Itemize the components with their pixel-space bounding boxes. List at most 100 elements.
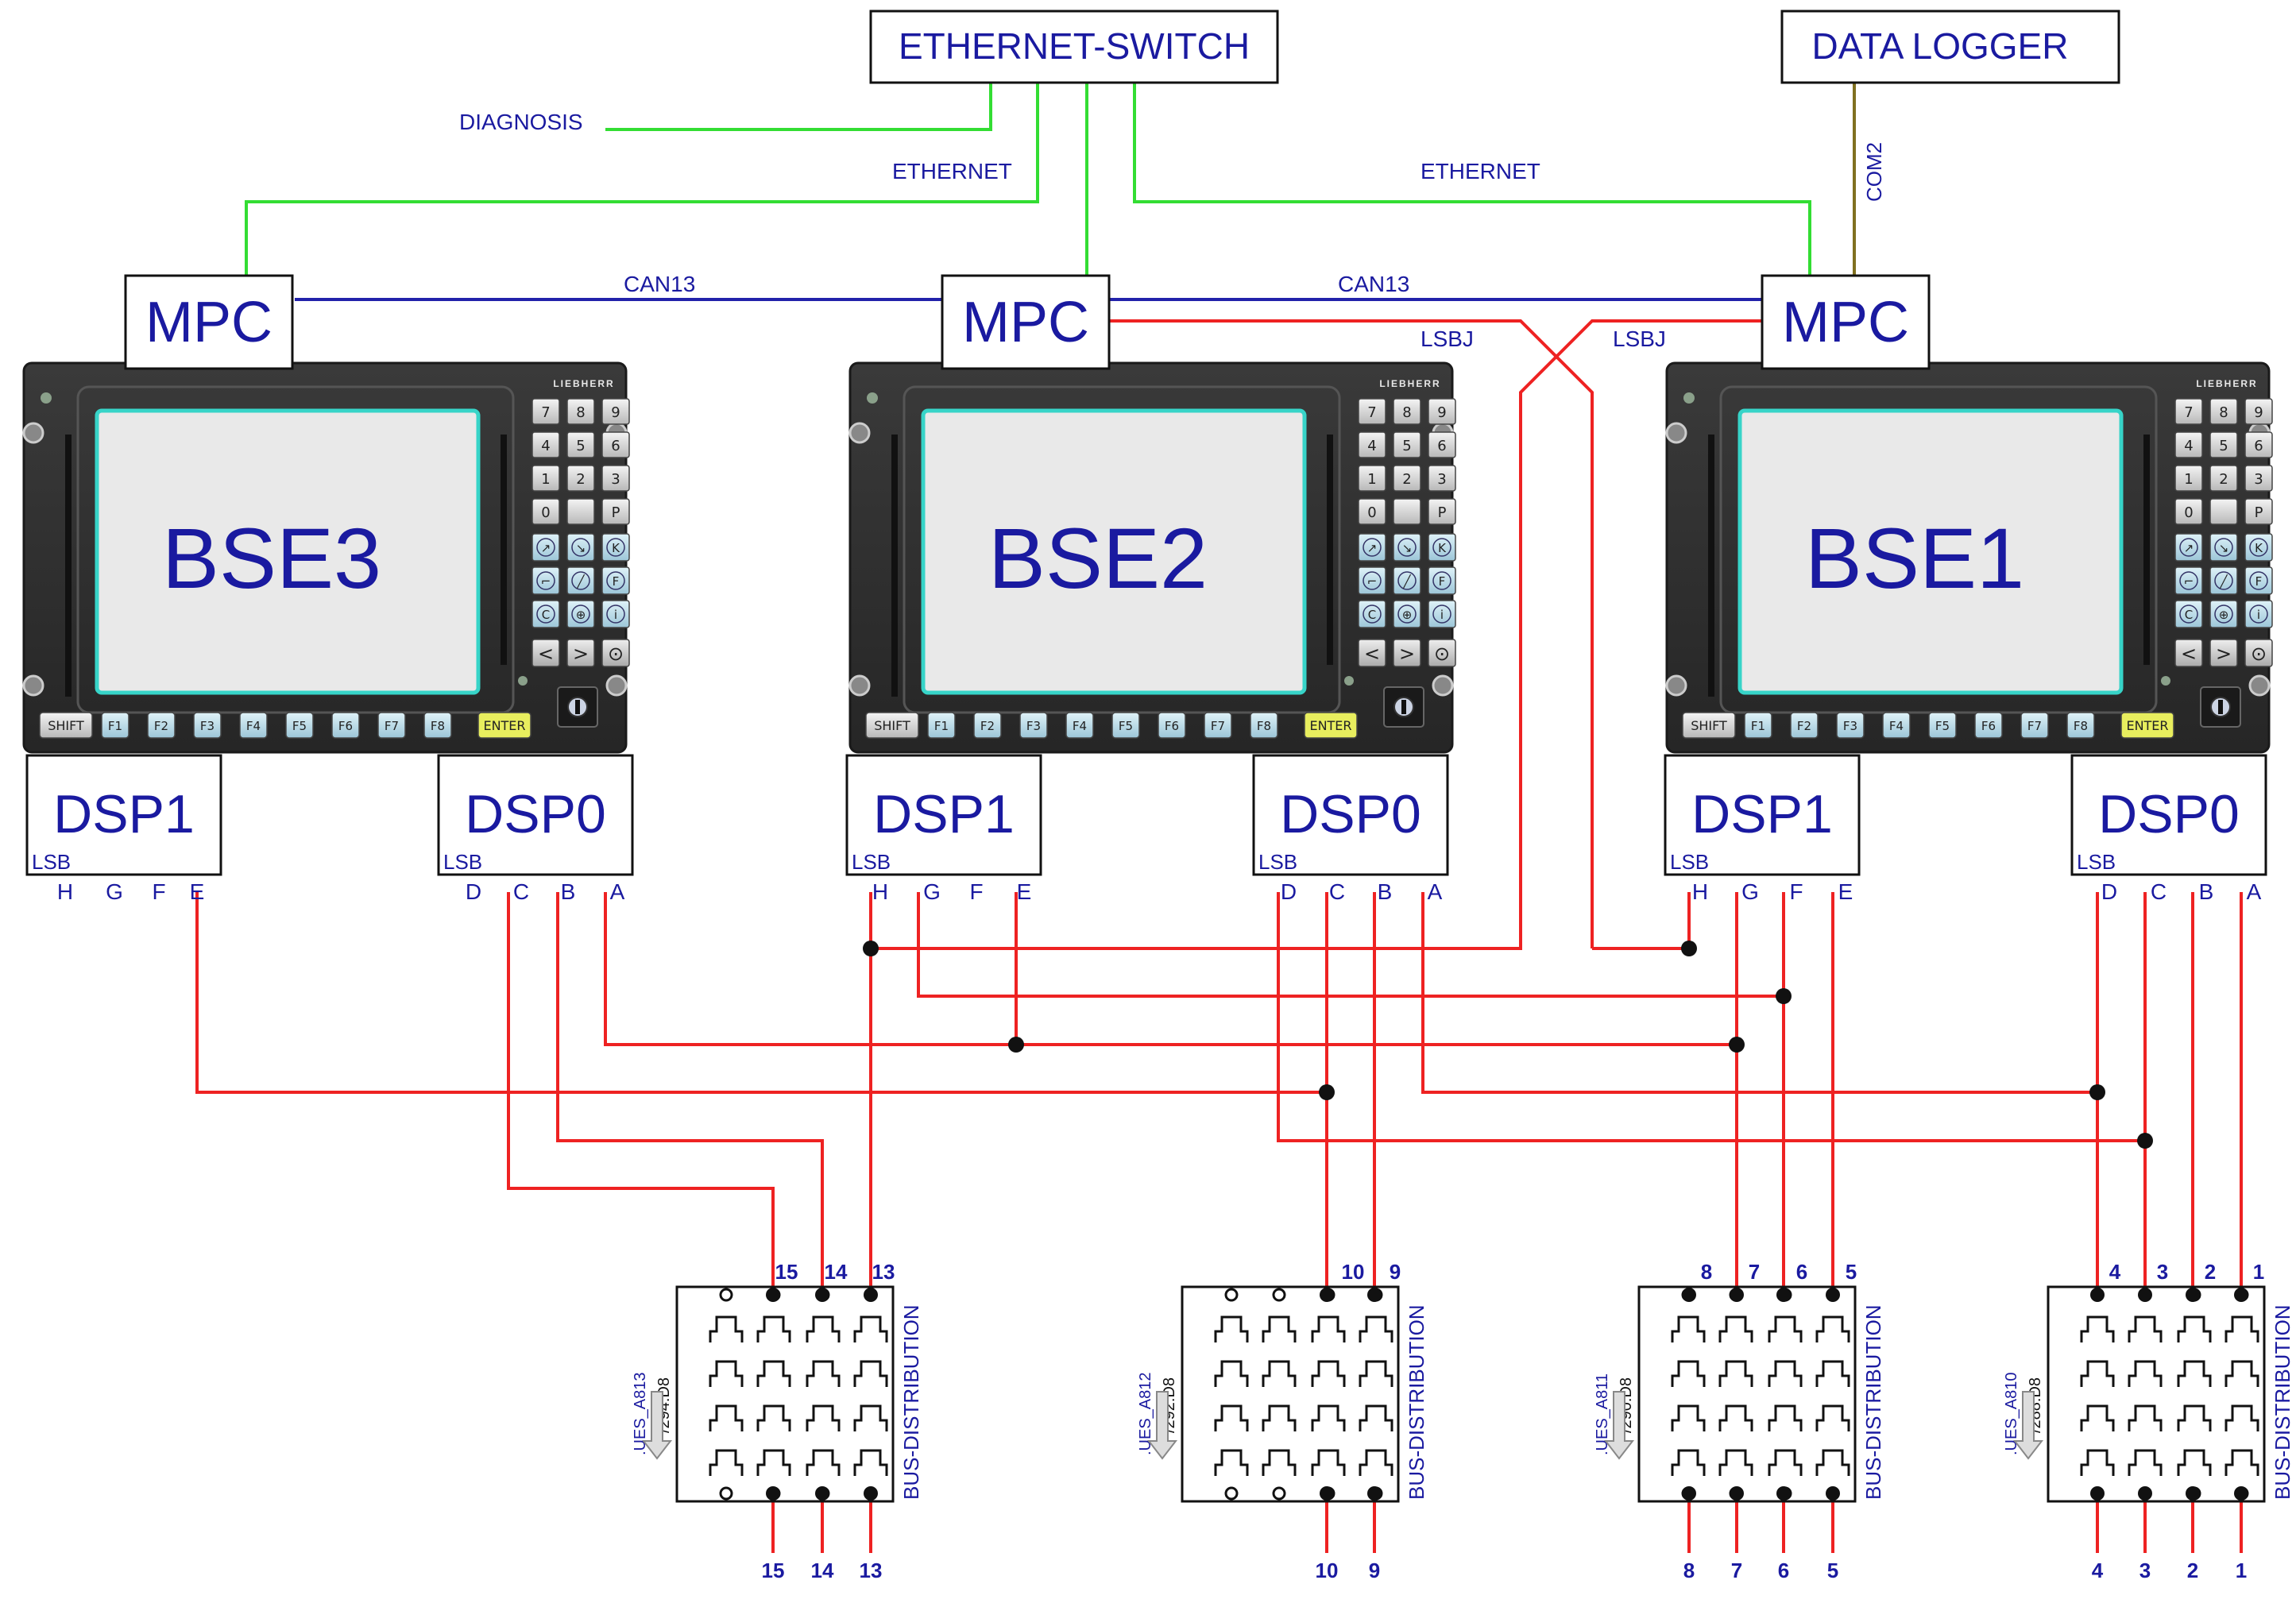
function-key-ring [1432,605,1451,624]
numpad-key [2209,465,2238,492]
function-key-ring [2249,605,2268,624]
function-key [601,566,630,595]
function-key-glyph: ↗ [2184,541,2194,555]
wire-d-bse2 [1277,892,2145,1142]
mount-knob [22,674,44,697]
right-slot [2143,435,2150,665]
distribution-top-pin: 9 [1390,1260,1401,1284]
top-junction-dot [1776,1288,1791,1302]
left-slot [1708,435,1714,697]
function-key-glyph: ⊕ [576,608,586,622]
function-key-ring [571,571,590,590]
dsp-sub-label: LSB [852,850,891,874]
terminal-top [719,1288,733,1302]
fn-key [1790,712,1819,739]
connector-symbol [1359,1360,1393,1387]
arrow-key [566,639,595,667]
top-junction-dot [2234,1288,2248,1302]
distribution-bottom-pin: 7 [1731,1559,1742,1582]
fn-key [973,712,1002,739]
function-key-glyph: K [612,541,620,555]
fn-key [377,712,406,739]
distribution-bottom-pin: 13 [860,1559,883,1582]
mount-knob [22,422,44,444]
numpad-key [566,398,595,425]
function-key-ring [571,605,590,624]
dsp-pin-label: C [1329,879,1345,904]
connector-symbol [1718,1315,1753,1342]
distribution-bottom-pin: 10 [1316,1559,1339,1582]
numpad-key-label: 0 [1367,504,1376,521]
dsp-pin-label: A [2247,879,2262,904]
mount-knob [605,674,628,697]
function-key-glyph: ⊕ [2219,608,2229,622]
dsp-sub-label: LSB [443,850,482,874]
numpad-key-label: 8 [2219,404,2228,421]
distribution-top-pin: 6 [1796,1260,1807,1284]
function-key-glyph: ↗ [1367,541,1378,555]
display-label: BSE3 [162,510,381,606]
bottom-junction-dot [864,1486,878,1501]
numpad-key [601,398,630,425]
junction-dot [2089,1084,2105,1100]
connector-symbol [2177,1404,2212,1431]
fn-key [477,712,531,739]
connector-symbol [1768,1360,1803,1387]
numpad-key-label: 6 [1437,438,1446,454]
numpad-key-label: 0 [541,504,550,521]
fn-key [1065,712,1094,739]
function-key [531,600,560,628]
function-key [1428,566,1456,595]
key-switch-slot [575,700,580,714]
arrow-key [1358,639,1386,667]
numpad-key [531,465,560,492]
arrow-key [2244,639,2273,667]
connector-symbol [1214,1315,1249,1342]
function-key [1358,533,1386,562]
arrow-key [601,639,630,667]
function-key-glyph: ⌐ [2184,574,2194,589]
fn-key [1158,712,1186,739]
fn-key [423,712,452,739]
distribution-bottom-pin: 5 [1827,1559,1838,1582]
fn-key-label: F5 [1119,719,1133,733]
dsp-pin-label: C [2151,879,2167,904]
brand-logo: LIEBHERR [2196,378,2257,389]
display-label: BSE2 [988,510,1208,606]
data-logger: DATA LOGGER [1780,10,2120,84]
indicator-led [2161,676,2170,686]
dsp-label: DSP1 [873,784,1015,844]
numpad-key-label: 4 [541,438,550,454]
bottom-junction-dot [1776,1486,1791,1501]
function-key-ring [2179,605,2198,624]
fn-key-label: F7 [1211,719,1225,733]
function-key-ring [2214,571,2233,590]
numpad-key-label: 1 [1367,471,1376,488]
fn-key-label: F8 [431,719,445,733]
function-key-glyph: i [1440,608,1444,622]
numpad-key-label: 8 [576,404,585,421]
connector-symbol [1262,1360,1297,1387]
arrow-key [1393,639,1421,667]
function-key-ring [571,538,590,557]
dsp-pin-label: H [57,879,73,904]
dsp-label: DSP1 [53,784,195,844]
function-key-glyph: C [542,608,550,622]
function-key-ring [536,605,555,624]
fn-key-label: SHIFT [874,718,910,733]
connector-symbol [1359,1315,1393,1342]
function-key-glyph: ⌐ [541,574,551,589]
ethernet-label-left: ETHERNET [892,159,1012,183]
connector-symbol [1214,1404,1249,1431]
dsp-pin-label: F [969,879,983,904]
dsp-pin-label: E [1017,879,1032,904]
numpad-key [2244,398,2273,425]
numpad-key [601,431,630,458]
fn-key-label: SHIFT [1691,718,1727,733]
dsp-pin-label: C [513,879,529,904]
bottom-junction-dot [1826,1486,1840,1501]
fn-key-label: F6 [1981,719,1996,733]
wire-f-bse2 [917,892,1784,998]
